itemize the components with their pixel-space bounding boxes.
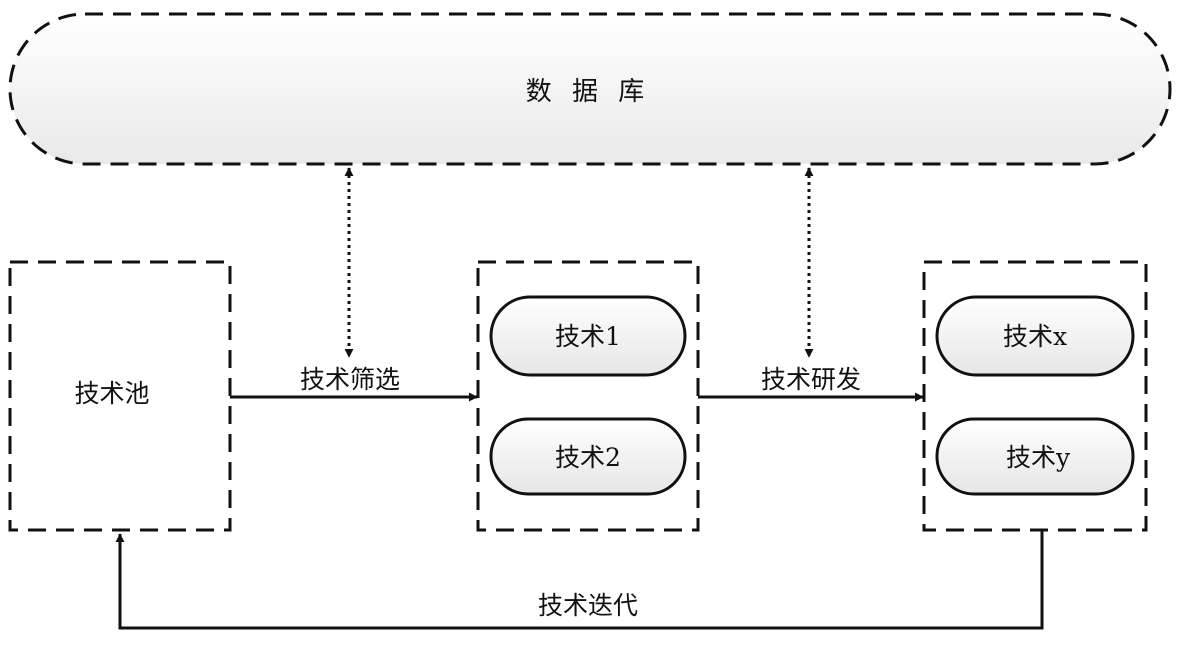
tech-2-node: 技术2 xyxy=(489,417,687,496)
database-node: 数 据 库 xyxy=(8,12,1172,166)
tech-2-pill xyxy=(489,417,687,496)
iteration-arrow xyxy=(115,531,1044,630)
tech-1-label: 技术1 xyxy=(555,322,621,351)
research-label: 技术研发 xyxy=(761,365,861,394)
tech-y-label: 技术y xyxy=(1006,443,1071,472)
tech-1-pill xyxy=(489,295,687,377)
screening-edge: 技术筛选 xyxy=(230,365,478,402)
tech-2-label: 技术2 xyxy=(555,443,621,472)
developed-tech-box xyxy=(922,260,1148,532)
database-label: 数 据 库 xyxy=(526,77,651,107)
tech-pool-label: 技术池 xyxy=(74,379,149,408)
tech-y-node: 技术y xyxy=(935,417,1135,496)
selected-tech-group: 技术1 技术2 xyxy=(476,260,700,532)
tech-x-label: 技术x xyxy=(1003,322,1067,351)
tech-x-node: 技术x xyxy=(935,295,1135,377)
tech-1-node: 技术1 xyxy=(489,295,687,377)
tech-y-pill xyxy=(935,417,1135,496)
tech-pool-node: 技术池 xyxy=(8,260,232,532)
database-shape xyxy=(8,12,1172,166)
research-edge: 技术研发 xyxy=(698,365,924,402)
iteration-label: 技术迭代 xyxy=(538,591,638,620)
screening-label: 技术筛选 xyxy=(300,365,400,394)
iteration-edge: 技术迭代 xyxy=(115,531,1044,630)
tech-x-pill xyxy=(935,295,1135,377)
developed-tech-group: 技术x 技术y xyxy=(922,260,1148,532)
